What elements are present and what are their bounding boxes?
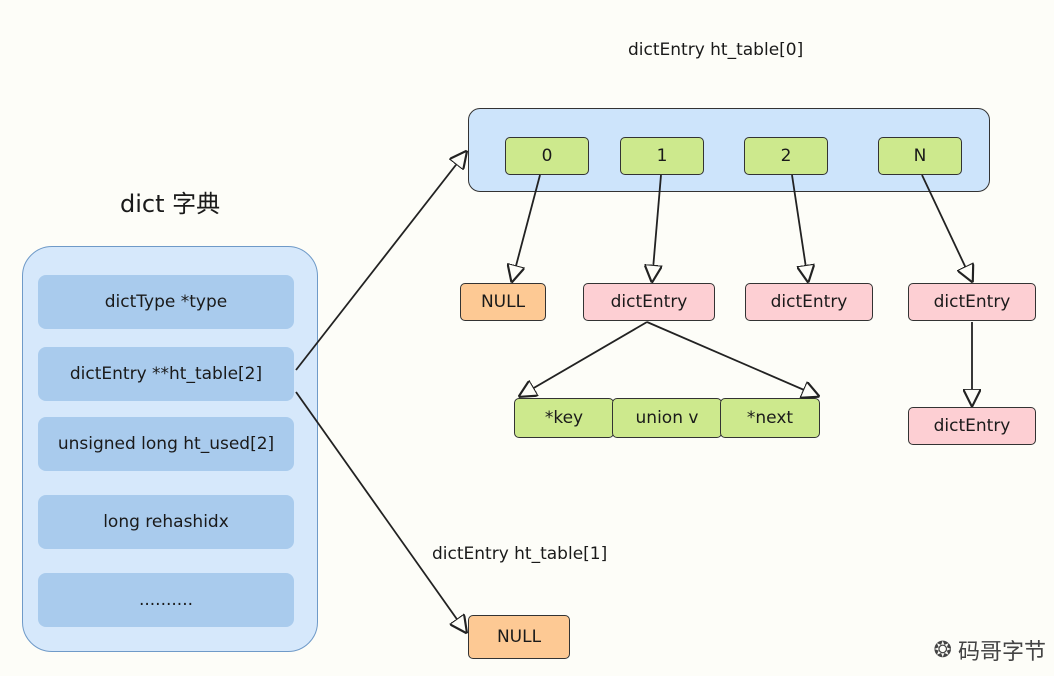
ht-table0-label: dictEntry ht_table[0]	[628, 40, 804, 60]
entry-field-key: *key	[514, 398, 614, 438]
field-ellipsis: ..........	[38, 573, 294, 627]
field-ht-used: unsigned long ht_used[2]	[38, 417, 294, 471]
dict-struct-box: dictType *type dictEntry **ht_table[2] u…	[22, 246, 318, 652]
null-node-ht-table1: NULL	[468, 615, 570, 659]
arrow-dict-to-ht1	[295, 391, 466, 632]
arrow-entry-key	[520, 321, 648, 396]
slot-2: 2	[744, 137, 828, 175]
slot-n: N	[878, 137, 962, 175]
dict-entry-slot-n: dictEntry	[908, 283, 1036, 321]
watermark: ❂ 码哥字节	[934, 634, 1046, 666]
arrow-entry-next	[646, 321, 818, 396]
watermark-text: 码哥字节	[957, 640, 1046, 665]
field-ht-table: dictEntry **ht_table[2]	[38, 347, 294, 401]
dict-entry-slot-2: dictEntry	[745, 283, 873, 321]
dict-title: dict 字典	[120, 190, 221, 218]
wechat-icon: ❂	[933, 637, 952, 663]
dict-entry-slot-1: dictEntry	[583, 283, 715, 321]
null-node-slot-0: NULL	[460, 283, 546, 321]
field-dict-type: dictType *type	[38, 275, 294, 329]
entry-field-union-v: union v	[612, 398, 722, 438]
dict-entry-chained: dictEntry	[908, 407, 1036, 445]
arrow-dict-to-ht0	[295, 152, 466, 371]
slot-1: 1	[620, 137, 704, 175]
entry-field-next: *next	[720, 398, 820, 438]
slot-0: 0	[505, 137, 589, 175]
field-rehashidx: long rehashidx	[38, 495, 294, 549]
ht-table1-label: dictEntry ht_table[1]	[432, 544, 608, 564]
ht-table0-box: 0 1 2 N	[468, 108, 990, 192]
